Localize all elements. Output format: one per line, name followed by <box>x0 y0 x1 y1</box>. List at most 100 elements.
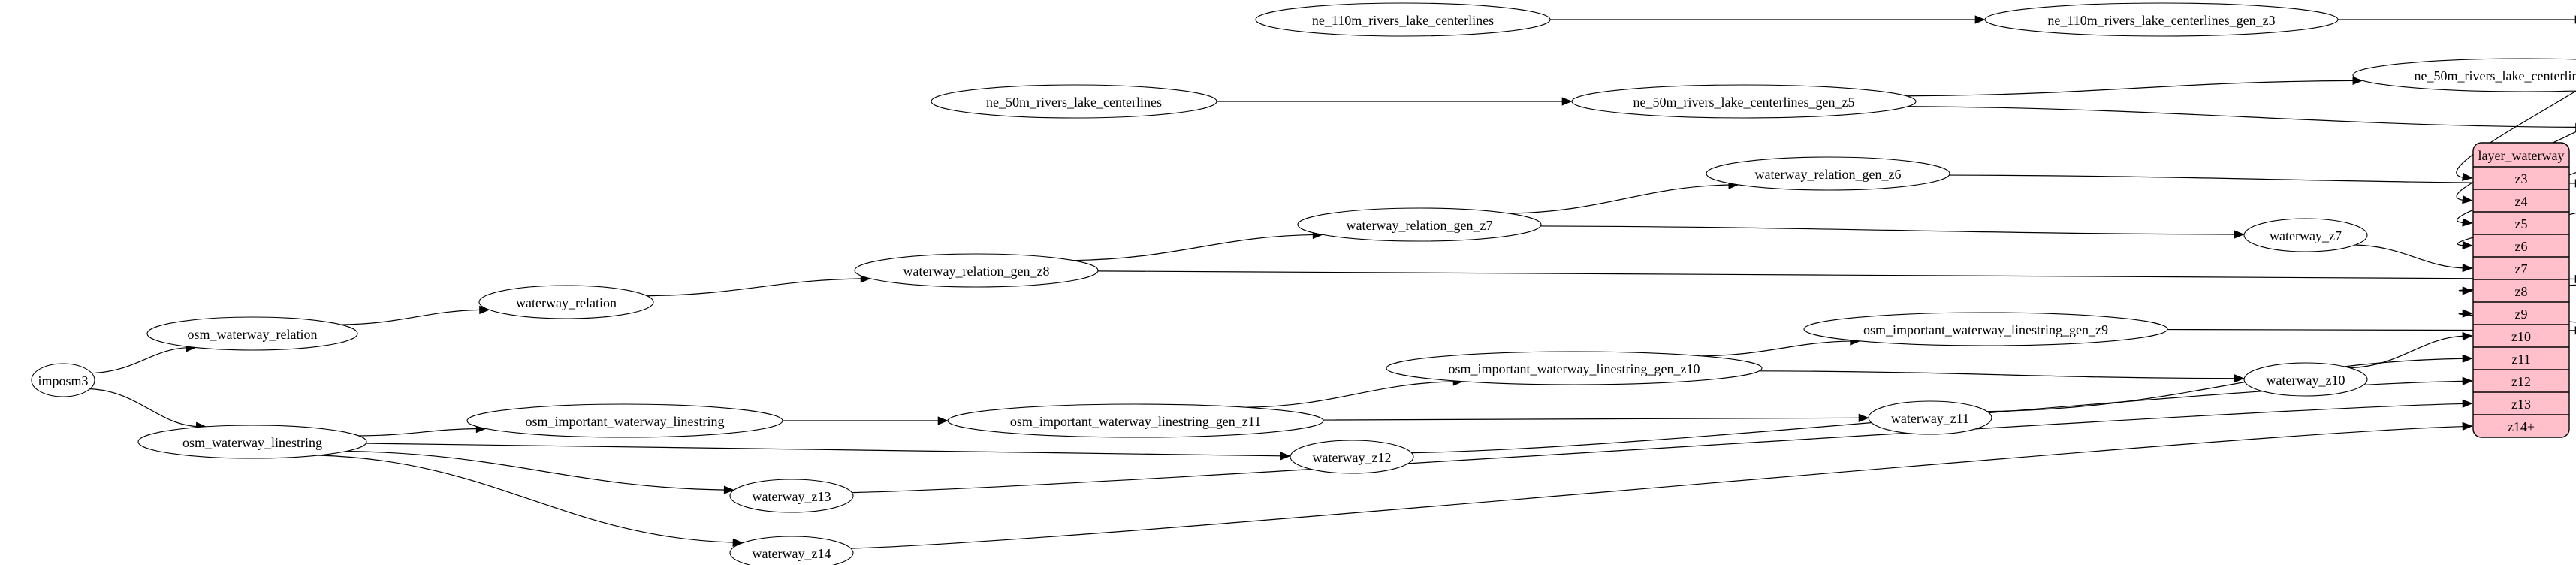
graph-node-waterway_z11[interactable]: waterway_z11 <box>1868 400 1992 435</box>
node-shape <box>1984 2 2339 37</box>
edge-arrowhead <box>2462 421 2473 431</box>
record-node-layer-waterway[interactable]: layer_waterway z3 z4 z5 z6 z7 z8 z9 z10 z11 z12 z13… <box>2472 142 2570 438</box>
edge-arrowhead <box>1858 413 1869 422</box>
node-label: osm_important_waterway_linestring_gen_z1… <box>1449 361 1700 376</box>
node-label: osm_important_waterway_linestring_gen_z1… <box>1010 414 1261 429</box>
edge-arrowhead <box>937 416 949 425</box>
edge-osm_waterway_linestring-to-waterway_z12 <box>366 443 1283 457</box>
node-label: osm_waterway_relation <box>188 327 318 342</box>
edge-arrowhead <box>2462 399 2473 408</box>
graph-node-ne_110m_rivers_lake_centerlines[interactable]: ne_110m_rivers_lake_centerlines <box>1255 2 1551 37</box>
graph-node-waterway_relation[interactable]: waterway_relation <box>478 285 654 319</box>
node-shape <box>854 253 1099 288</box>
node-label: ne_110m_rivers_lake_centerlines <box>1312 13 1494 28</box>
record-row-z8[interactable]: z8 <box>2515 284 2528 299</box>
graph-node-osm_important_waterway_linestring_gen_z9[interactable]: osm_important_waterway_linestring_gen_z9 <box>1803 312 2168 346</box>
node-shape <box>1706 156 1950 191</box>
graph-node-ne_50m_rivers_lake_centerlines[interactable]: ne_50m_rivers_lake_centerlines <box>931 84 1217 119</box>
edge-arrowhead <box>2462 331 2473 341</box>
edge-waterway_relation_gen_z7-to-waterway_relation_gen_z6 <box>1509 184 1730 214</box>
record-row-z6[interactable]: z6 <box>2515 239 2528 254</box>
graph-node-waterway_z12[interactable]: waterway_z12 <box>1290 440 1414 474</box>
record-row-label: z8 <box>2515 284 2528 299</box>
record-row-z10[interactable]: z10 <box>2511 329 2531 344</box>
record-row-z12[interactable]: z12 <box>2511 374 2531 389</box>
node-label: ne_50m_rivers_lake_centerlines_gen_z4 <box>2415 68 2576 83</box>
node-label: waterway_z10 <box>2267 373 2345 388</box>
node-shape <box>947 403 1324 438</box>
edge-waterway_z11-to-layer_waterway-z11 <box>1986 358 2465 412</box>
record-row-z4[interactable]: z4 <box>2515 194 2528 209</box>
node-label: waterway_z12 <box>1313 450 1392 465</box>
record-title: layer_waterway <box>2478 148 2565 163</box>
graph-node-osm_waterway_linestring[interactable]: osm_waterway_linestring <box>137 425 367 459</box>
graph-node-ne_50m_rivers_lake_centerlines_gen_z4[interactable]: ne_50m_rivers_lake_centerlines_gen_z4 <box>2352 58 2576 92</box>
node-shape <box>31 363 95 397</box>
record-row-z3[interactable]: z3 <box>2515 171 2528 186</box>
graph-node-waterway_z7[interactable]: waterway_z7 <box>2243 218 2368 252</box>
node-label: waterway_relation_gen_z7 <box>1347 218 1493 233</box>
edge-arrowhead <box>1561 97 1573 106</box>
graph-node-ne_110m_rivers_lake_centerlines_gen_z3[interactable]: ne_110m_rivers_lake_centerlines_gen_z3 <box>1984 2 2339 37</box>
record-row-z11[interactable]: z11 <box>2511 352 2530 367</box>
record-row-label: z5 <box>2515 216 2528 231</box>
graph-node-imposm3[interactable]: imposm3 <box>31 363 95 397</box>
edge-ne_50m_rivers_lake_centerlines_gen_z5-to-ne_50m_rivers_lake_centerlines_gen_z4 <box>1906 80 2354 97</box>
graph-node-waterway_relation_gen_z6[interactable]: waterway_relation_gen_z6 <box>1706 156 1950 191</box>
edge-waterway_z13-to-layer_waterway-z13 <box>852 403 2465 494</box>
record-row-label: z9 <box>2515 307 2528 322</box>
node-shape <box>1868 400 1992 435</box>
edge-arrowhead <box>2462 195 2473 204</box>
edge-osm_waterway_linestring-to-waterway_z14 <box>318 455 734 543</box>
graph-node-waterway_relation_gen_z7[interactable]: waterway_relation_gen_z7 <box>1297 207 1542 242</box>
edge-arrowhead <box>1974 15 1986 24</box>
edge-osm_waterway_relation-to-waterway_relation <box>340 309 481 325</box>
edge-imposm3-to-osm_waterway_linestring <box>89 388 198 428</box>
node-label: waterway_z11 <box>1891 411 1969 426</box>
edge-osm_important_waterway_linestring_gen_z11-to-waterway_z11 <box>1323 417 1861 421</box>
edge-waterway_relation_gen_z8-to-waterway_z8 <box>1097 270 2576 280</box>
record-row-z7[interactable]: z7 <box>2515 261 2528 276</box>
edge-arrowhead <box>2462 240 2473 249</box>
graph-node-osm_important_waterway_linestring[interactable]: osm_important_waterway_linestring <box>466 403 783 438</box>
node-label: waterway_z13 <box>753 489 831 504</box>
node-shape <box>1386 351 1763 385</box>
edge-waterway_z3-to-layer_waterway-z3 <box>2456 90 2576 178</box>
edge-waterway_relation-to-waterway_relation_gen_z8 <box>647 278 863 297</box>
node-label: waterway_z14 <box>753 546 831 561</box>
graph-node-waterway_relation_gen_z8[interactable]: waterway_relation_gen_z8 <box>854 253 1099 288</box>
edge-arrowhead <box>2462 263 2473 273</box>
edge-arrowhead <box>2462 218 2473 227</box>
record-row-label: z3 <box>2515 171 2528 186</box>
graph-node-waterway_z13[interactable]: waterway_z13 <box>729 479 854 513</box>
node-shape <box>1803 312 2168 346</box>
graph-node-osm_waterway_relation[interactable]: osm_waterway_relation <box>146 316 358 351</box>
graph-node-osm_important_waterway_linestring_gen_z11[interactable]: osm_important_waterway_linestring_gen_z1… <box>947 403 1324 438</box>
graph-node-waterway_z10[interactable]: waterway_z10 <box>2243 362 2368 397</box>
node-shape <box>1255 2 1551 37</box>
node-shape <box>1571 84 1917 119</box>
record-outline <box>2472 142 2570 438</box>
edge-arrowhead <box>2234 230 2245 239</box>
record-row-label: z7 <box>2515 261 2528 276</box>
edge-arrowhead <box>723 485 734 494</box>
edge-arrowhead <box>2462 376 2473 385</box>
edge-imposm3-to-osm_waterway_relation <box>91 347 188 374</box>
edge-arrowhead <box>2234 374 2245 383</box>
node-label: imposm3 <box>38 373 88 388</box>
record-row-z13[interactable]: z13 <box>2511 397 2531 412</box>
graph-node-ne_50m_rivers_lake_centerlines_gen_z5[interactable]: ne_50m_rivers_lake_centerlines_gen_z5 <box>1571 84 1917 119</box>
node-label: waterway_relation <box>516 295 617 310</box>
edge-arrowhead <box>2462 286 2473 295</box>
record-row-z5[interactable]: z5 <box>2515 216 2528 231</box>
record-row-label: z4 <box>2515 194 2528 209</box>
edge-waterway_z14-to-layer_waterway-z14+ <box>850 425 2465 549</box>
record-row-z14+[interactable]: z14+ <box>2508 419 2535 434</box>
record-row-label: z6 <box>2515 239 2528 254</box>
graph-node-waterway_z14[interactable]: waterway_z14 <box>729 536 854 565</box>
record-row-z9[interactable]: z9 <box>2515 307 2528 322</box>
record-node-layer: layer_waterway z3 z4 z5 z6 z7 z8 z9 z10 z11 z12 z13… <box>2472 142 2570 438</box>
graph-node-osm_important_waterway_linestring_gen_z10[interactable]: osm_important_waterway_linestring_gen_z1… <box>1386 351 1763 385</box>
